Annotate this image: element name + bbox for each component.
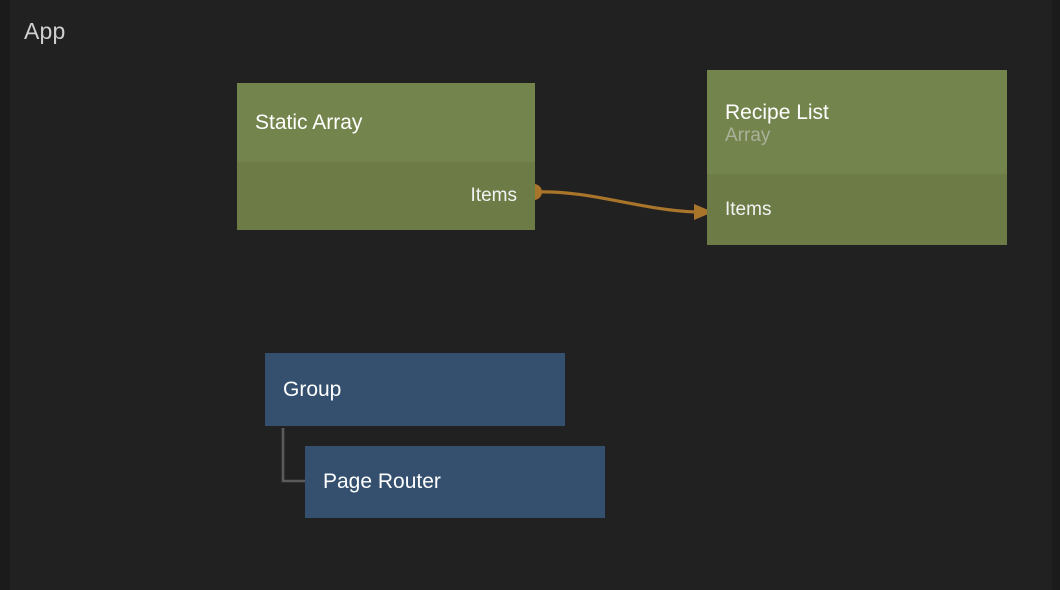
- port-label: Items: [725, 198, 772, 220]
- node-subtitle: Array: [725, 124, 771, 146]
- port-row-items-in[interactable]: Items: [707, 174, 1007, 245]
- node-title: Page Router: [323, 470, 441, 494]
- node-group[interactable]: Group: [265, 353, 565, 426]
- node-title: Recipe List: [725, 101, 829, 125]
- canvas-title-label: App: [24, 18, 66, 44]
- node-page-router[interactable]: Page Router: [305, 446, 605, 518]
- node-body: Items: [237, 162, 535, 230]
- node-header: Page Router: [305, 446, 605, 518]
- port-label: Items: [470, 185, 517, 206]
- edge-group-to-page-router[interactable]: [281, 428, 305, 483]
- hierarchy-edge-path: [281, 428, 305, 483]
- node-title: Static Array: [255, 110, 363, 134]
- port-row-items-out[interactable]: Items: [237, 162, 535, 230]
- node-header: Group: [265, 353, 565, 426]
- node-title: Group: [283, 377, 342, 401]
- node-recipe-list[interactable]: Recipe List Array Items: [707, 70, 1007, 245]
- data-edge-path: [534, 190, 698, 214]
- data-edge-arrowhead: [694, 204, 713, 220]
- node-static-array[interactable]: Static Array Items: [237, 83, 535, 230]
- node-header: Static Array: [237, 83, 535, 162]
- edge-items-to-items[interactable]: [526, 184, 713, 220]
- node-body: Items: [707, 174, 1007, 245]
- node-header: Recipe List Array: [707, 70, 1007, 174]
